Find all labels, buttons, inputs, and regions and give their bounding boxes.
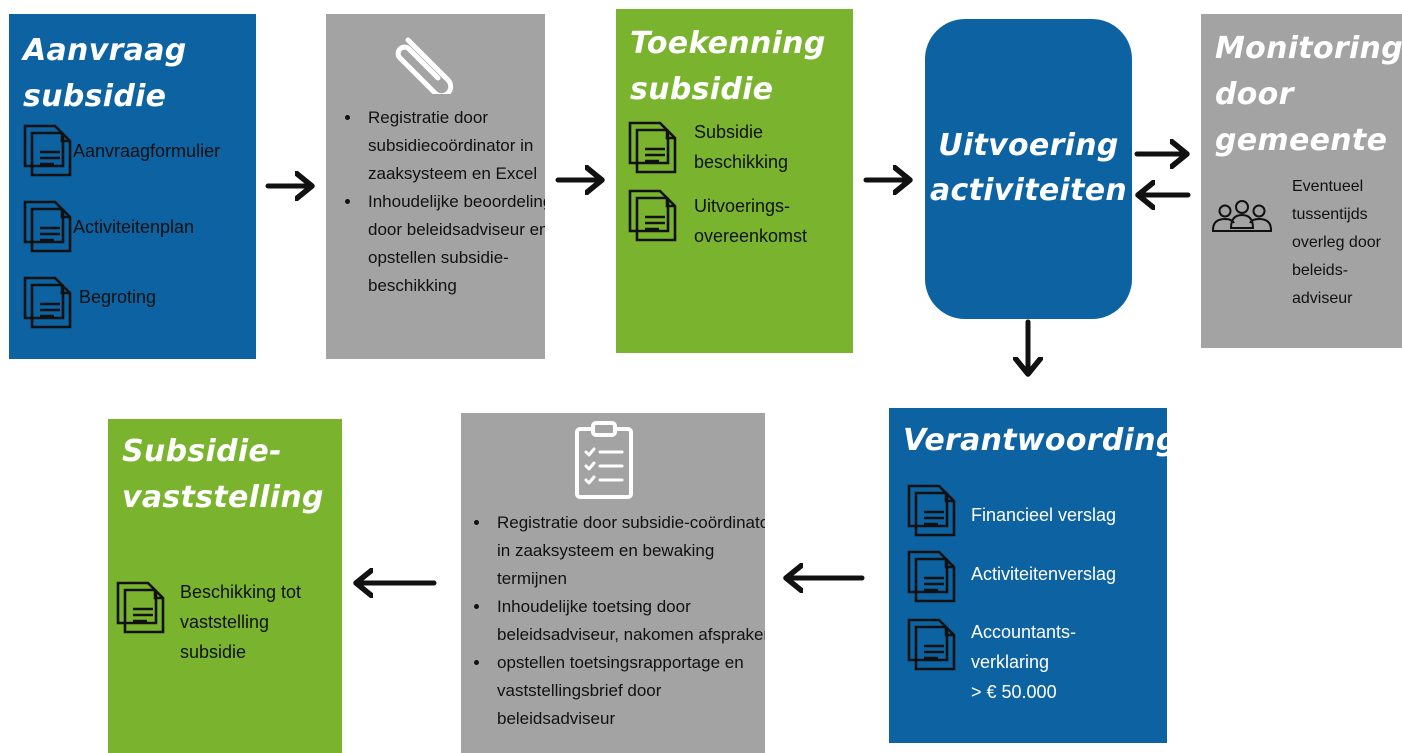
item-label: Financieel verslag [971, 505, 1117, 525]
toekenning-title: Toekenning subsidie [630, 26, 826, 107]
paperclip-icon [395, 37, 454, 94]
monitoring-title: Monitoring door gemeente [1215, 31, 1402, 158]
aanvraag-subsidie-box: Aanvraag subsidie Aanvraagformulier Acti… [9, 14, 256, 359]
bullet-item: Inhoudelijke toetsing door beleidsadvise… [491, 593, 765, 649]
item-label: Beschikking tot vaststelling subsidie [180, 582, 302, 662]
vaststelling-title: Subsidie- vaststelling [122, 434, 324, 515]
toekenning-subsidie-box: Toekenning subsidie Subsidie beschikking… [616, 9, 853, 353]
aanvraag-item-activiteitenplan: Activiteitenplan [23, 200, 194, 254]
registratie-box: Registratie door subsidiecoördinator in … [326, 14, 545, 359]
item-label: Uitvoerings- overeenkomst [694, 196, 808, 246]
aanvraag-item-begroting: Begroting [23, 276, 156, 330]
subsidie-vaststelling-box: Subsidie- vaststelling Beschikking tot v… [108, 419, 342, 753]
item-label: Activiteitenverslag [971, 564, 1117, 584]
uitvoering-title: Uitvoering activiteiten [929, 128, 1128, 208]
vaststelling-item-beschikking: Beschikking tot vaststelling subsidie [116, 581, 301, 667]
verantwoording-item-financieel: Financieel verslag [907, 484, 1116, 538]
monitoring-box: Monitoring door gemeente Eventueel tusse… [1201, 14, 1402, 348]
item-label: Activiteitenplan [73, 217, 195, 237]
toetsing-bullets: Registratie door subsidie-coördinator in… [469, 509, 765, 733]
item-label: Aanvraagformulier [73, 141, 221, 161]
bullet-item: opstellen toetsingsrapportage en vastste… [491, 649, 765, 733]
item-label: Begroting [79, 287, 157, 307]
bullet-item: Registratie door subsidiecoördinator in … [362, 104, 545, 188]
toekenning-item-uitvoeringsovereenkomst: Uitvoerings- overeenkomst [628, 189, 807, 251]
item-label: Subsidie beschikking [694, 122, 789, 172]
monitoring-text: Eventueel tussentijds overleg door belei… [1292, 178, 1381, 307]
people-icon [1212, 200, 1272, 232]
aanvraag-title: Aanvraag subsidie [23, 33, 187, 114]
toetsing-box: Registratie door subsidie-coördinator in… [461, 413, 765, 753]
aanvraag-item-aanvraagformulier: Aanvraagformulier [23, 124, 220, 178]
clipboard-checklist-icon [575, 421, 633, 499]
registratie-bullets: Registratie door subsidiecoördinator in … [340, 104, 545, 300]
verantwoording-title: Verantwoording [903, 423, 1167, 458]
item-label: Accountants- verklaring > € 50.000 [971, 622, 1077, 702]
verantwoording-item-activiteitenverslag: Activiteitenverslag [907, 550, 1116, 604]
verantwoording-item-accountantsverklaring: Accountants- verklaring > € 50.000 [907, 618, 1076, 707]
verantwoording-box: Verantwoording Financieel verslag Activi… [889, 408, 1167, 743]
uitvoering-activiteiten-box: Uitvoering activiteiten [925, 19, 1132, 319]
bullet-item: Inhoudelijke beoordeling door beleidsadv… [362, 188, 545, 300]
bullet-item: Registratie door subsidie-coördinator in… [491, 509, 765, 593]
toekenning-item-beschikking: Subsidie beschikking [628, 121, 788, 177]
